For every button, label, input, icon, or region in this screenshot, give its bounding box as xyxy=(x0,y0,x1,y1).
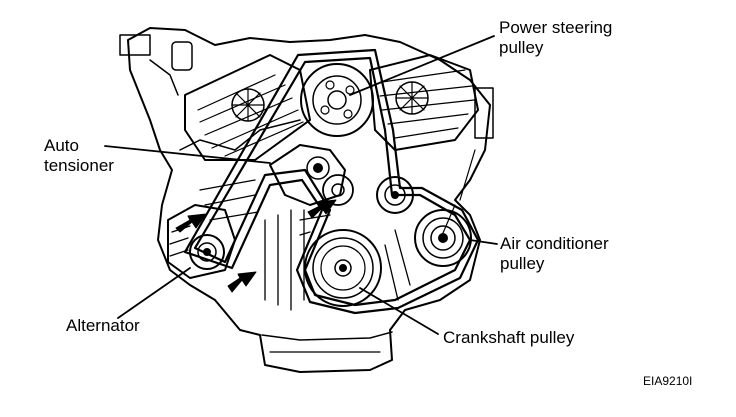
crankshaft-pulley xyxy=(304,229,382,307)
leader-auto-tensioner xyxy=(104,145,271,164)
auto-tensioner-label: Auto tensioner xyxy=(44,136,114,176)
idler-pulley xyxy=(376,176,414,214)
drive-belt xyxy=(183,48,480,315)
belt-direction-arrows xyxy=(175,199,337,293)
air-conditioner-pulley xyxy=(414,209,472,267)
air-conditioner-label-line1: Air conditioner xyxy=(500,234,609,253)
arrow-alternator xyxy=(175,213,207,233)
power-steering-label-line2: pulley xyxy=(499,38,544,57)
power-steering-label-line1: Power steering xyxy=(499,18,613,37)
leader-lines xyxy=(104,35,498,335)
block-ribbing xyxy=(199,179,411,311)
alternator-label: Alternator xyxy=(66,316,140,335)
crankshaft-label: Crankshaft pulley xyxy=(443,328,575,347)
leader-air-conditioner xyxy=(469,239,498,245)
auto-tensioner xyxy=(269,144,354,206)
power-steering-pulley xyxy=(300,63,374,137)
right-cam-cover xyxy=(369,54,479,151)
left-cam-cover xyxy=(184,54,311,161)
air-conditioner-label: Air conditioner pulley xyxy=(500,234,609,274)
figure-code: EIA9210I xyxy=(643,374,693,388)
leader-crankshaft xyxy=(359,287,439,335)
arrow-tensioner xyxy=(307,199,337,219)
power-steering-label: Power steering pulley xyxy=(499,18,612,58)
air-conditioner-label-line2: pulley xyxy=(500,254,545,273)
auto-tensioner-label-line1: Auto xyxy=(44,136,79,155)
leader-power-steering xyxy=(349,35,495,96)
alternator xyxy=(167,204,236,279)
leader-alternator xyxy=(117,267,191,319)
auto-tensioner-label-line2: tensioner xyxy=(44,156,114,175)
arrow-lower-left xyxy=(227,271,257,293)
